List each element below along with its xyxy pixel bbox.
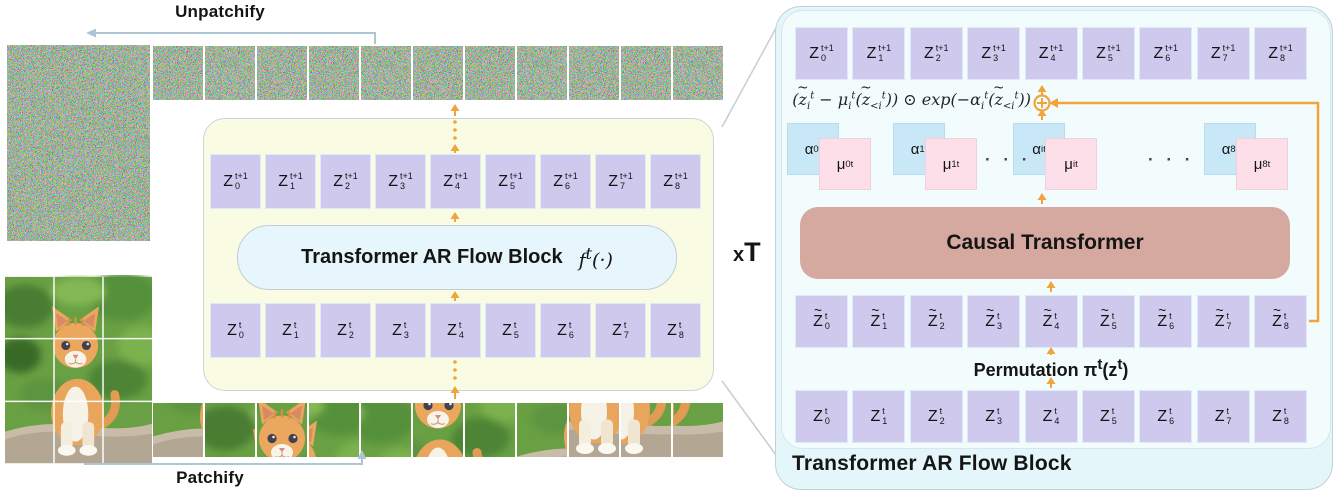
cat-patch: [153, 403, 203, 457]
token-box: Zt5: [1081, 295, 1135, 348]
unpatchify-arrow: [86, 28, 376, 44]
alpha-mu-pair: α0tμ0t: [787, 123, 871, 193]
noise-patch: [257, 46, 307, 100]
cat-patch: [257, 403, 307, 457]
token-box: Zt1: [852, 295, 906, 348]
token-box: Zt8: [1254, 295, 1307, 348]
noise-patch: [309, 46, 359, 100]
noise-patch: [517, 46, 567, 100]
cat-patch: [465, 403, 515, 457]
noise-patch: [465, 46, 515, 100]
cat-patch: [673, 403, 723, 457]
token-box: Zt2: [909, 295, 963, 348]
cat-patch: [517, 403, 567, 457]
noise-patch: [673, 46, 723, 100]
patchify-label: Patchify: [176, 468, 244, 487]
token-box: Zt3: [967, 295, 1021, 348]
alpha-mu-pair: α1tμ1t: [893, 123, 977, 193]
noise-patch: [621, 46, 671, 100]
noise-patch: [361, 46, 411, 100]
ellipsis-dots: · · ·: [1148, 150, 1195, 169]
cat-image: [5, 275, 152, 465]
noise-patch: [569, 46, 619, 100]
cat-patch: [309, 403, 359, 457]
patch-grid-lines: [5, 276, 152, 464]
token-box: Zt6: [1139, 295, 1193, 348]
transformer-ar-flow-block-capsule: Transformer AR Flow Block ft(·): [237, 225, 677, 290]
ellipsis-dots: · · ·: [985, 150, 1032, 169]
causal-transformer-box: Causal Transformer: [800, 207, 1290, 279]
token-box: Zt4: [1024, 295, 1078, 348]
cat-patch-row: [153, 403, 723, 457]
token-box: Zt0: [795, 295, 848, 348]
cat-patch: [361, 403, 411, 457]
cat-patch: [621, 403, 671, 457]
unpatchify-label: Unpatchify: [175, 2, 265, 21]
noise-patch: [205, 46, 255, 100]
cat-patch: [569, 403, 619, 457]
noise-patch: [153, 46, 203, 100]
alpha-mu-pair: α8tμ8t: [1204, 123, 1288, 193]
cat-patch: [413, 403, 463, 457]
noise-image: [7, 45, 150, 241]
capsule-function-label: ft(·): [578, 243, 613, 272]
repeat-count-label: xT: [733, 237, 761, 267]
noise-patch: [413, 46, 463, 100]
permutation-label: Permutation πt(zt): [973, 356, 1129, 380]
token-box: Zt7: [1196, 295, 1250, 348]
cat-patch: [205, 403, 255, 457]
capsule-title: Transformer AR Flow Block: [301, 246, 563, 268]
affine-coupling-formula: (zit − μit(z<it)) ⊙ exp(−αit(z<it)): [779, 90, 1031, 116]
right-panel-title: Transformer AR Flow Block: [792, 452, 1072, 475]
noise-patch-row: [153, 46, 723, 100]
